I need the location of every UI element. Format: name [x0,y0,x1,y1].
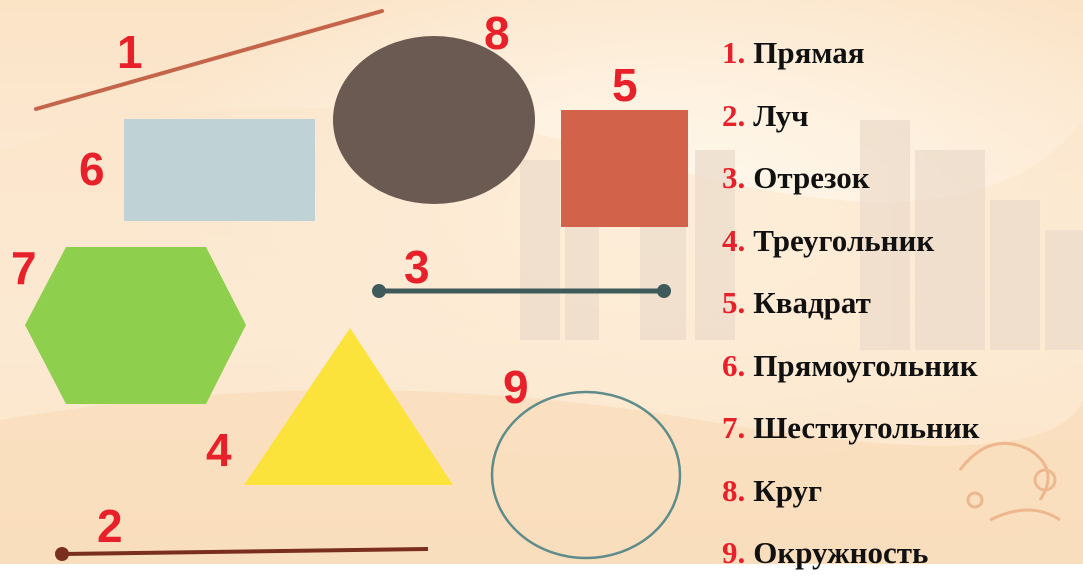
label-triangle: 4 [206,427,232,473]
line-shape [36,11,382,109]
legend-label: Круг [753,473,822,509]
legend-number: 1. [722,35,745,71]
legend-number: 3. [722,160,745,196]
legend-number: 7. [722,410,745,446]
rectangle-shape [124,119,315,221]
legend-item: 9. Окружность [722,522,1083,585]
legend-item: 5. Квадрат [722,272,1083,335]
legend-item: 6. Прямоугольник [722,335,1083,398]
legend-label: Шестиугольник [753,410,979,446]
legend-label: Прямоугольник [753,348,977,384]
circle-shape [333,36,535,204]
shape-legend: 1. Прямая 2. Луч 3. Отрезок 4. Треугольн… [722,22,1083,585]
label-ring: 9 [503,364,529,410]
legend-number: 4. [722,223,745,259]
label-hexagon: 7 [11,245,37,291]
legend-item: 2. Луч [722,85,1083,148]
legend-label: Отрезок [753,160,869,196]
legend-item: 1. Прямая [722,22,1083,85]
label-segment: 3 [404,244,430,290]
legend-item: 3. Отрезок [722,147,1083,210]
label-ray: 2 [97,503,123,549]
legend-label: Луч [753,98,808,134]
label-square: 5 [612,62,638,108]
segment-endpoint-left [372,284,386,298]
legend-label: Квадрат [753,285,871,321]
legend-number: 6. [722,348,745,384]
segment-endpoint-right [657,284,671,298]
ring-shape [492,392,680,558]
legend-number: 2. [722,98,745,134]
legend-label: Треугольник [753,223,934,259]
legend-number: 8. [722,473,745,509]
triangle-shape [244,328,453,485]
legend-label: Окружность [753,535,928,571]
label-line: 1 [117,29,143,75]
legend-item: 7. Шестиугольник [722,397,1083,460]
legend-label: Прямая [753,35,864,71]
ray-endpoint [55,547,69,561]
label-circle: 8 [484,10,510,56]
legend-item: 4. Треугольник [722,210,1083,273]
square-shape [561,110,688,227]
hexagon-shape [25,247,246,404]
legend-item: 8. Круг [722,460,1083,523]
label-rectangle: 6 [79,146,105,192]
legend-number: 9. [722,535,745,571]
legend-number: 5. [722,285,745,321]
